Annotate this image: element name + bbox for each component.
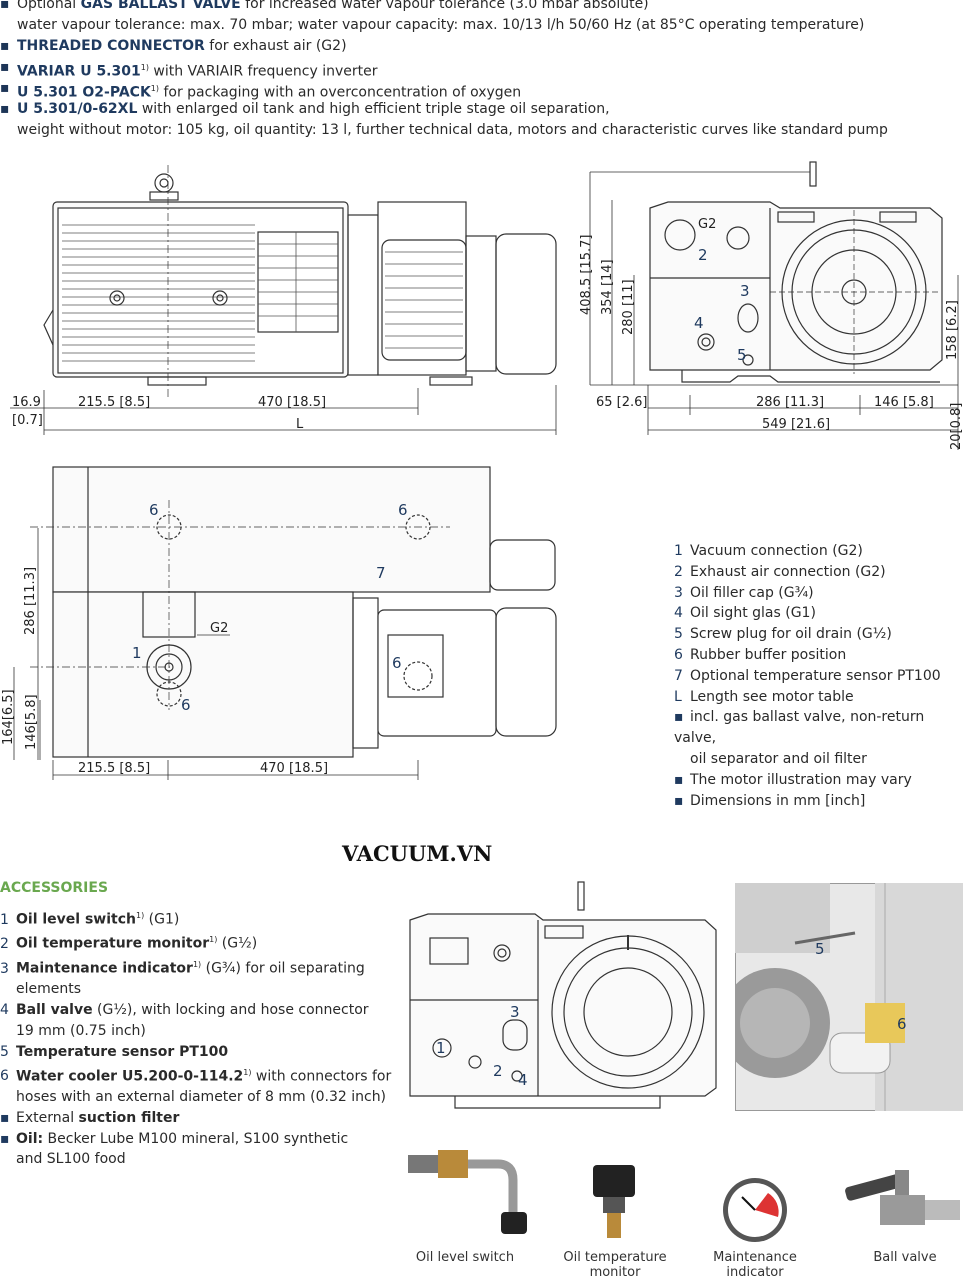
option-gas-ballast: ▪Optional GAS BALLAST VALVE for increase… bbox=[0, 0, 649, 12]
dim-215-5: 215.5 [8.5] bbox=[78, 395, 150, 410]
legend-item: oil separator and oil filter bbox=[690, 750, 867, 767]
accessory-item: ▪Oil: Becker Lube M100 mineral, S100 syn… bbox=[0, 1130, 349, 1147]
caption-maintenance-indicator: Maintenance indicator bbox=[695, 1250, 815, 1280]
callout-1-top: 1 bbox=[132, 644, 142, 662]
callout-7-top: 7 bbox=[376, 564, 386, 582]
caption-oil-level-switch: Oil level switch bbox=[415, 1250, 515, 1265]
dim-L: L bbox=[296, 417, 304, 432]
dim-549: 549 [21.6] bbox=[762, 417, 830, 432]
dim-286: 286 [11.3] bbox=[756, 395, 824, 410]
callout-6-d: 6 bbox=[181, 696, 191, 714]
option-threaded-connector: ▪THREADED CONNECTOR for exhaust air (G2) bbox=[0, 38, 347, 54]
accessories-heading: ACCESSORIES bbox=[0, 880, 109, 896]
watermark-text: VACUUM.VN bbox=[342, 841, 493, 866]
dim-158: 158 [6.2] bbox=[945, 300, 960, 360]
dim-470-top: 470 [18.5] bbox=[260, 761, 328, 776]
acc-callout-4: 4 bbox=[518, 1071, 528, 1089]
caption-oil-temperature-monitor: Oil temperature monitor bbox=[550, 1250, 680, 1280]
dim-286-top: 286 [11.3] bbox=[23, 567, 38, 635]
caption-maint-line2: indicator bbox=[726, 1265, 784, 1280]
accessory-item: elements bbox=[16, 981, 82, 998]
accessory-item: hoses with an external diameter of 8 mm … bbox=[16, 1089, 387, 1105]
ball-valve-image bbox=[845, 1170, 960, 1225]
dim-470: 470 [18.5] bbox=[258, 395, 326, 410]
options-list: ▪Optional GAS BALLAST VALVE for increase… bbox=[0, 0, 965, 141]
dim-0-7: [0.7] bbox=[12, 413, 43, 428]
callout-2-front: 2 bbox=[698, 246, 708, 264]
dim-146: 146 [5.8] bbox=[874, 395, 934, 410]
option-gas-ballast-detail: water vapour tolerance: max. 70 mbar; wa… bbox=[17, 17, 865, 33]
dim-g2-front: G2 bbox=[698, 217, 716, 232]
accessory-pump-front-drawing: 1 2 3 4 bbox=[409, 881, 717, 1109]
maintenance-indicator-image bbox=[723, 1178, 787, 1242]
callout-6-b: 6 bbox=[398, 501, 408, 519]
option-o2-pack: ▪U 5.301 O2-PACK1) for packaging with an… bbox=[0, 80, 522, 101]
callout-5-front: 5 bbox=[737, 346, 747, 364]
accessory-item: ▪External suction filter bbox=[0, 1109, 180, 1126]
caption-oil-temp-line2: monitor bbox=[589, 1265, 641, 1280]
caption-maint-line1: Maintenance bbox=[713, 1250, 797, 1265]
photo-callout-5: 5 bbox=[815, 940, 825, 958]
option-variar: ▪VARIAR U 5.3011) with VARIAIR frequency… bbox=[0, 59, 378, 80]
caption-oil-temp-line1: Oil temperature bbox=[563, 1250, 667, 1265]
dim-65: 65 [2.6] bbox=[596, 395, 648, 410]
dim-164: 164[6.5] bbox=[1, 689, 16, 745]
top-view-drawing: 286 [11.3] 164[6.5] 146[5.8] 215.5 [8.5]… bbox=[1, 466, 557, 780]
photo-callout-6: 6 bbox=[897, 1015, 907, 1033]
option-62xl: ▪U 5.301/0-62XL with enlarged oil tank a… bbox=[0, 101, 610, 117]
callout-6-c: 6 bbox=[392, 654, 402, 672]
dim-g2-top: G2 bbox=[210, 621, 228, 636]
dim-146-top: 146[5.8] bbox=[24, 694, 39, 750]
acc-callout-3: 3 bbox=[510, 1003, 520, 1021]
callout-3-front: 3 bbox=[740, 282, 750, 300]
dim-408-5: 408.5 [15.7] bbox=[579, 235, 594, 315]
dim-354: 354 [14] bbox=[600, 259, 615, 315]
legend-item: ▪The motor illustration may vary bbox=[674, 771, 912, 788]
acc-callout-2: 2 bbox=[493, 1062, 503, 1080]
legend-item: ▪Dimensions in mm [inch] bbox=[674, 792, 866, 809]
acc-callout-1: 1 bbox=[436, 1039, 446, 1057]
accessory-item: 19 mm (0.75 inch) bbox=[16, 1022, 146, 1039]
option-62xl-detail: weight without motor: 105 kg, oil quanti… bbox=[17, 122, 888, 138]
side-view-drawing: 16.9 [0.7] 215.5 [8.5] 470 [18.5] L bbox=[10, 165, 557, 435]
oil-level-switch-image bbox=[408, 1150, 527, 1234]
accessory-item: and SL100 food bbox=[16, 1151, 126, 1168]
callout-6-a: 6 bbox=[149, 501, 159, 519]
dim-20: 20[0.8] bbox=[949, 403, 964, 450]
dim-16-9: 16.9 bbox=[12, 395, 41, 410]
accessory-installation-photo: 5 6 bbox=[735, 883, 963, 1111]
dim-280: 280 [11] bbox=[621, 279, 636, 335]
caption-ball-valve: Ball valve bbox=[873, 1250, 937, 1265]
front-view-drawing: 408.5 [15.7] 354 [14] 280 [11] 158 [6.2]… bbox=[579, 161, 964, 450]
legend-item: ▪incl. gas ballast valve, non-return val… bbox=[674, 709, 925, 747]
callout-4-front: 4 bbox=[694, 314, 704, 332]
dim-215-5-top: 215.5 [8.5] bbox=[78, 761, 150, 776]
oil-temperature-monitor-image bbox=[593, 1165, 635, 1238]
